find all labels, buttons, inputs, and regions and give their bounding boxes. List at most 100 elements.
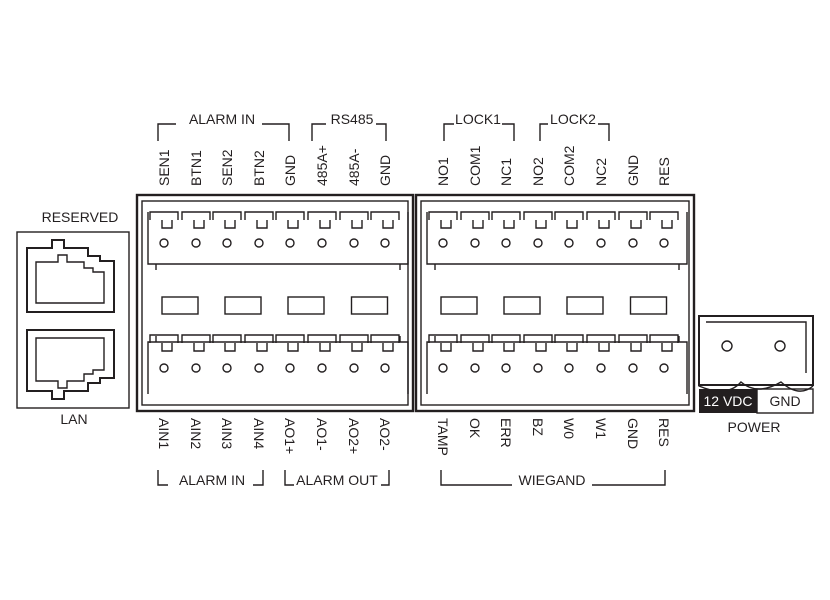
- power-terminal-hole: [774, 340, 786, 352]
- screw-terminal: [659, 238, 669, 248]
- right-terminal-block: [414, 193, 696, 413]
- screw-terminal: [285, 238, 295, 248]
- top-pin-label-sen1: SEN1: [156, 149, 172, 186]
- bottom-pin-label-ain4: AIN4: [251, 418, 267, 449]
- release-slot: [566, 296, 604, 315]
- screw-terminal: [659, 363, 669, 373]
- left-terminal-block: [135, 193, 415, 413]
- release-slot: [350, 296, 389, 315]
- release-slot: [287, 296, 325, 315]
- bottom-terminal-row: [147, 334, 409, 394]
- release-slots: [440, 296, 668, 315]
- screw-terminal: [380, 363, 390, 373]
- screw-terminal: [191, 238, 201, 248]
- bottom-pin-label-gnd: GND: [625, 418, 641, 449]
- reserved-port: [26, 239, 115, 313]
- screw-terminal: [470, 363, 480, 373]
- bottom-pin-label-bz: BZ: [530, 418, 546, 436]
- release-slot: [161, 296, 199, 315]
- top-pin-label-no1: NO1: [435, 157, 451, 186]
- screw-terminal: [254, 238, 264, 248]
- screw-terminal: [254, 363, 264, 373]
- top-group-label-alarm-in: ALARM IN: [189, 111, 255, 127]
- screw-terminal: [159, 238, 169, 248]
- screw-terminal: [222, 238, 232, 248]
- port-housing: [16, 231, 130, 409]
- bottom-pin-labels: AIN1 AIN2 AIN3 AIN4 AO1+ AO1- AO2+ AO2- TAMP OK ER…: [156, 418, 672, 456]
- screw-terminal: [438, 363, 448, 373]
- top-pin-label-485a: 485A+: [314, 145, 330, 186]
- top-pin-label-gnd: GND: [282, 155, 298, 186]
- release-slot: [224, 296, 262, 315]
- bottom-pin-label-ao2: AO2-: [377, 418, 393, 451]
- top-pin-label-btn1: BTN1: [188, 150, 204, 186]
- screw-terminal: [159, 363, 169, 373]
- bottom-pin-label-w1: W1: [593, 418, 609, 439]
- screw-terminal: [317, 238, 327, 248]
- screw-terminal: [285, 363, 295, 373]
- release-slots: [161, 296, 389, 315]
- top-terminal-row: [147, 211, 409, 270]
- screw-terminal: [628, 363, 638, 373]
- bottom-terminal-row: [426, 334, 688, 394]
- bottom-pin-label-w0: W0: [561, 418, 577, 439]
- top-group-brackets: ALARM IN RS485 LOCK1 LOCK2: [157, 111, 610, 141]
- screw-terminal: [349, 363, 359, 373]
- bottom-pin-label-err: ERR: [498, 418, 514, 448]
- top-pin-label-sen2: SEN2: [219, 149, 235, 186]
- release-slot: [503, 296, 541, 315]
- screw-terminal: [501, 238, 511, 248]
- screw-terminal: [564, 363, 574, 373]
- screw-terminal: [191, 363, 201, 373]
- bottom-group-label-alarm-out: ALARM OUT: [296, 472, 378, 488]
- screw-terminal: [533, 363, 543, 373]
- top-pin-label-gnd: GND: [625, 155, 641, 186]
- bottom-group-label-alarm-in: ALARM IN: [179, 472, 245, 488]
- top-group-label-rs485: RS485: [331, 111, 374, 127]
- top-pin-label-com1: COM1: [467, 145, 483, 186]
- power-label: POWER: [728, 419, 781, 435]
- pin-12vdc-label: 12 VDC: [703, 393, 752, 409]
- bottom-group-label-wiegand: WIEGAND: [519, 472, 586, 488]
- screw-terminal: [628, 238, 638, 248]
- pin-gnd-label: GND: [769, 393, 800, 409]
- screw-terminal: [349, 238, 359, 248]
- bottom-pin-label-ok: OK: [467, 418, 483, 439]
- bottom-pin-label-tamp: TAMP: [435, 418, 451, 456]
- release-slot: [440, 296, 478, 315]
- reserved-port-label: RESERVED: [42, 209, 119, 225]
- top-group-label-lock2: LOCK2: [550, 111, 596, 127]
- bottom-pin-label-ao1: AO1+: [282, 418, 298, 454]
- top-terminal-row: [426, 211, 688, 270]
- lan-port: [26, 329, 115, 400]
- bottom-pin-label-ain2: AIN2: [188, 418, 204, 449]
- screw-terminal: [533, 238, 543, 248]
- screw-terminal: [596, 238, 606, 248]
- bottom-pin-label-ao2: AO2+: [346, 418, 362, 454]
- top-group-label-lock1: LOCK1: [455, 111, 501, 127]
- top-pin-label-nc1: NC1: [498, 158, 514, 186]
- top-pin-label-no2: NO2: [530, 157, 546, 186]
- top-pin-label-com2: COM2: [561, 145, 577, 186]
- bottom-pin-label-ao1: AO1-: [314, 418, 330, 451]
- lan-port-label: LAN: [60, 411, 87, 427]
- bottom-pin-label-ain3: AIN3: [219, 418, 235, 449]
- bottom-pin-label-ain1: AIN1: [156, 418, 172, 449]
- top-pin-label-nc2: NC2: [593, 158, 609, 186]
- screw-terminal: [222, 363, 232, 373]
- screw-terminal: [380, 238, 390, 248]
- release-slot: [629, 296, 668, 315]
- top-pin-label-485a: 485A-: [346, 148, 362, 186]
- screw-terminal: [501, 363, 511, 373]
- screw-terminal: [564, 238, 574, 248]
- pin-gnd-box: [756, 388, 814, 414]
- bottom-group-brackets: ALARM IN ALARM OUT WIEGAND: [157, 470, 666, 488]
- screw-terminal: [596, 363, 606, 373]
- screw-terminal: [470, 238, 480, 248]
- pin-12vdc-box: [699, 389, 757, 413]
- power-terminal-hole: [721, 340, 733, 352]
- power-connector: 12 VDC GND: [698, 315, 814, 414]
- top-pin-label-res: RES: [656, 157, 672, 186]
